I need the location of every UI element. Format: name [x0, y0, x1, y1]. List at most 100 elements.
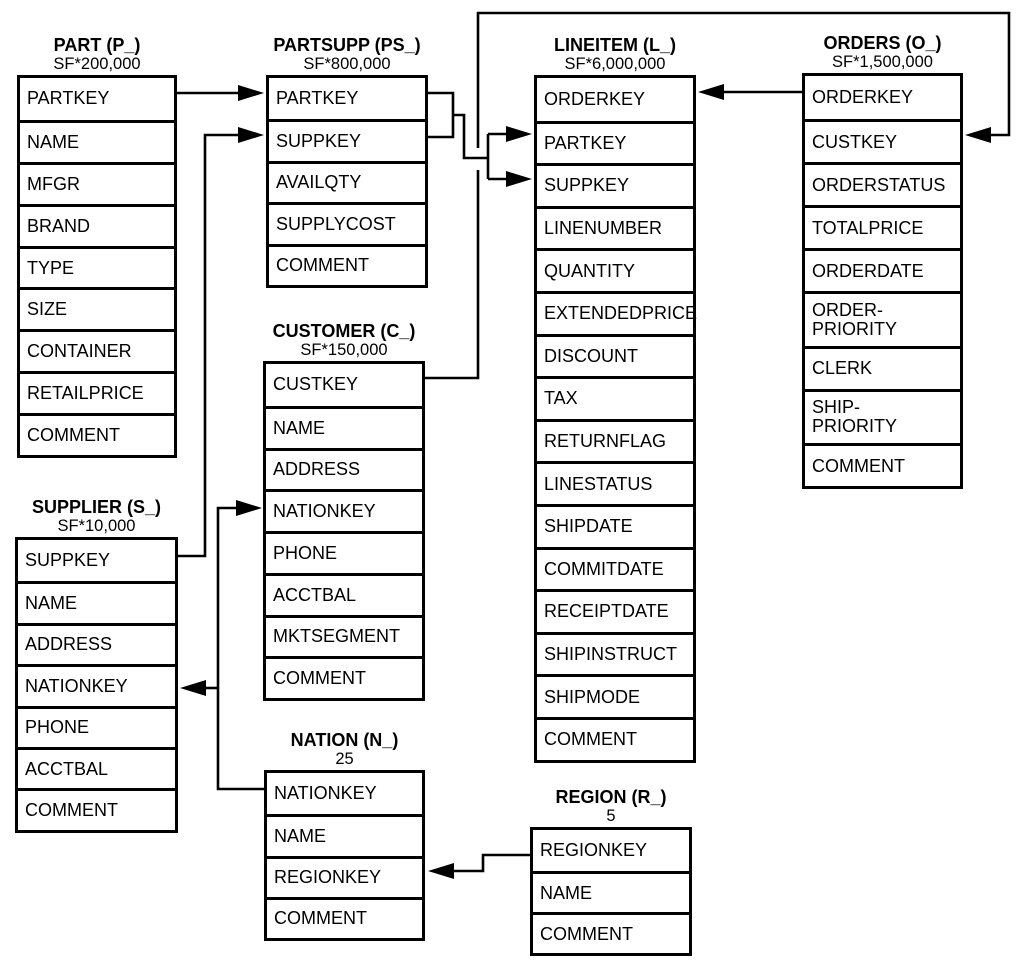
field-partkey: PARTKEY [276, 88, 359, 109]
fk-partsupp-keys-to-lineitem-keys [428, 91, 532, 187]
field-orderkey: ORDERKEY [544, 88, 646, 109]
table-part-header: PART (P_)SF*200,000 [0, 35, 207, 74]
field-custkey: CUSTKEY [805, 119, 960, 162]
field-quantity: QUANTITY [537, 248, 693, 291]
field-linestatus: LINESTATUS [537, 461, 693, 504]
table-region-header: REGION (R_)5 [500, 787, 722, 826]
field-brand: BRAND [20, 203, 174, 246]
field-name: NAME [266, 405, 422, 448]
table-lineitem-cardinality: SF*6,000,000 [564, 55, 666, 73]
arrowhead-icon [236, 500, 262, 516]
arrowhead-icon [238, 85, 264, 101]
field-mktsegment: MKTSEGMENT [266, 614, 422, 657]
field-nationkey: NATIONKEY [266, 489, 422, 531]
field-partkey: PARTKEY [27, 88, 110, 109]
field-acctbal: ACCTBAL [18, 746, 175, 788]
table-lineitem-header: LINEITEM (L_)SF*6,000,000 [504, 35, 726, 74]
field-shipmode: SHIPMODE [537, 674, 693, 717]
fk-region-regionkey-to-nation-regionkey [428, 853, 530, 879]
field-regionkey: REGIONKEY [267, 855, 422, 897]
table-partsupp-title: PARTSUPP (PS_) [273, 35, 421, 55]
field-comment: COMMENT [20, 413, 174, 455]
field-mfgr: MFGR [20, 161, 174, 204]
field-order-priority: ORDER- PRIORITY [805, 291, 960, 346]
field-returnflag: RETURNFLAG [537, 418, 693, 462]
fk-orders-orderkey-to-lineitem-orderkey [698, 84, 802, 100]
arrowhead-icon [965, 127, 991, 143]
table-lineitem-title: LINEITEM (L_) [554, 35, 676, 55]
fk-part-partkey-to-partsupp-partkey [177, 85, 264, 101]
field-address: ADDRESS [266, 447, 422, 490]
table-customer-cardinality: SF*150,000 [300, 341, 388, 359]
field-comment: COMMENT [269, 243, 425, 285]
field-availqty: AVAILQTY [269, 160, 425, 202]
field-nationkey: NATIONKEY [18, 664, 175, 705]
table-partsupp-header: PARTSUPP (PS_)SF*800,000 [236, 35, 458, 74]
field-custkey: CUSTKEY [273, 374, 359, 395]
field-address: ADDRESS [18, 622, 175, 664]
field-comment: COMMENT [537, 716, 693, 760]
table-orders-title: ORDERS (O_) [823, 33, 942, 53]
field-discount: DISCOUNT [537, 333, 693, 377]
field-comment: COMMENT [267, 896, 422, 938]
field-name: NAME [18, 581, 175, 622]
field-suppkey: SUPPKEY [25, 550, 111, 571]
table-customer-title: CUSTOMER (C_) [272, 321, 416, 341]
field-suppkey: SUPPKEY [269, 119, 425, 160]
field-orderkey: ORDERKEY [812, 87, 914, 107]
field-comment: COMMENT [533, 912, 689, 953]
table-region-cardinality: 5 [606, 807, 616, 825]
field-tax: TAX [537, 376, 693, 419]
table-part-cardinality: SF*200,000 [53, 55, 141, 73]
table-part-title: PART (P_) [53, 35, 141, 55]
field-size: SIZE [20, 287, 174, 329]
arrowhead-icon [506, 171, 532, 187]
field-clerk: CLERK [805, 345, 960, 389]
field-orderdate: ORDERDATE [805, 248, 960, 291]
field-shipdate: SHIPDATE [537, 503, 693, 547]
field-extendedprice: EXTENDEDPRICE [537, 290, 697, 334]
arrowhead-icon [238, 127, 264, 143]
field-comment: COMMENT [805, 443, 960, 486]
field-nationkey: NATIONKEY [274, 783, 377, 804]
table-orders-cardinality: SF*1,500,000 [832, 53, 933, 71]
table-customer-header: CUSTOMER (C_)SF*150,000 [233, 321, 455, 360]
field-partkey: PARTKEY [537, 120, 693, 164]
field-retailprice: RETAILPRICE [20, 371, 174, 413]
table-nation-cardinality: 25 [335, 750, 354, 768]
field-orderstatus: ORDERSTATUS [805, 162, 960, 205]
field-totalprice: TOTALPRICE [805, 205, 960, 248]
field-container: CONTAINER [20, 329, 174, 371]
field-ship-priority: SHIP- PRIORITY [805, 388, 960, 444]
arrowhead-icon [428, 863, 454, 879]
field-receiptdate: RECEIPTDATE [537, 589, 693, 632]
field-name: NAME [533, 871, 689, 912]
table-region-title: REGION (R_) [555, 787, 667, 807]
field-acctbal: ACCTBAL [266, 572, 422, 615]
table-nation-title: NATION (N_) [290, 730, 399, 750]
field-supplycost: SUPPLYCOST [269, 202, 425, 243]
field-phone: PHONE [266, 531, 422, 573]
field-type: TYPE [20, 245, 174, 288]
field-comment: COMMENT [266, 656, 422, 698]
table-supplier-title: SUPPLIER (S_) [31, 497, 162, 517]
arrowhead-icon [506, 126, 532, 142]
field-comment: COMMENT [18, 788, 175, 829]
table-supplier-cardinality: SF*10,000 [57, 517, 136, 535]
field-name: NAME [267, 814, 422, 855]
table-orders-header: ORDERS (O_)SF*1,500,000 [772, 33, 993, 72]
field-regionkey: REGIONKEY [540, 840, 648, 860]
field-shipinstruct: SHIPINSTRUCT [537, 631, 693, 675]
table-partsupp-cardinality: SF*800,000 [303, 55, 391, 73]
arrowhead-icon [698, 84, 724, 100]
table-nation-header: NATION (N_)25 [234, 730, 455, 769]
